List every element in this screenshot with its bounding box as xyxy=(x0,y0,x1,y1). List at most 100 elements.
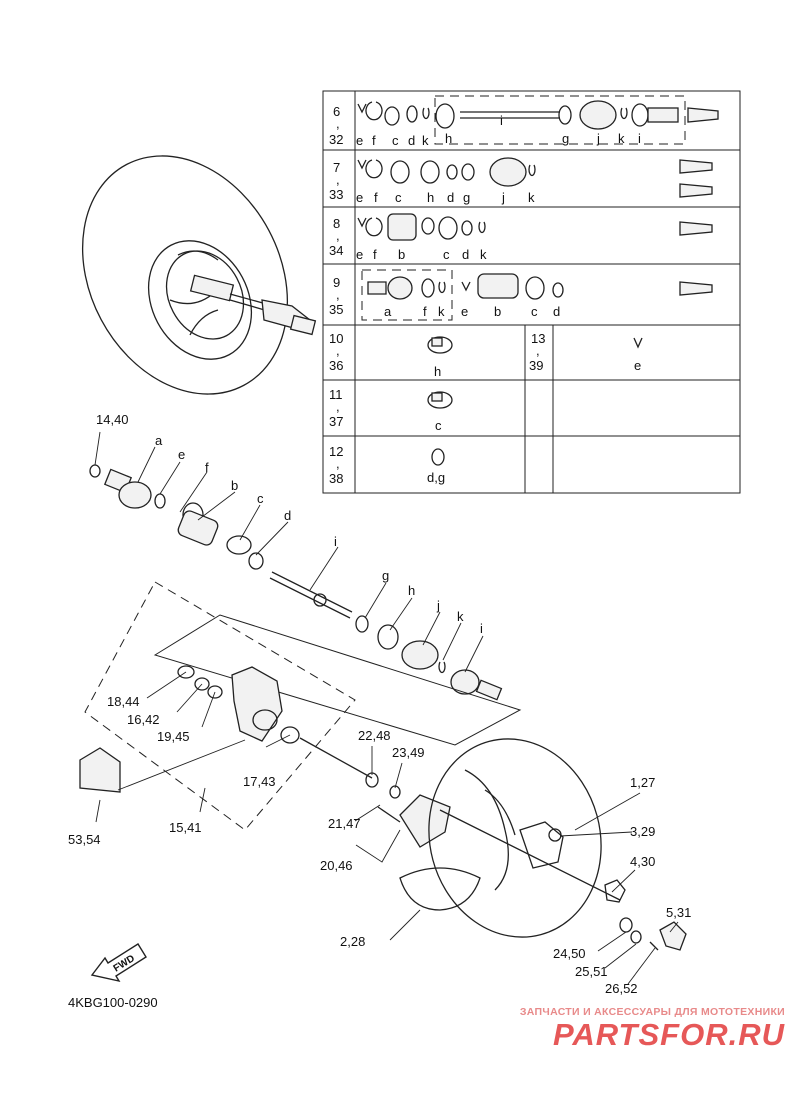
watermark: ЗАПЧАСТИ И АКСЕССУАРЫ ДЛЯ МОТОТЕХНИКИ PA… xyxy=(485,1006,785,1052)
svg-text:k: k xyxy=(618,131,625,146)
svg-text:h: h xyxy=(434,364,441,379)
svg-text:f: f xyxy=(372,133,376,148)
svg-text:k: k xyxy=(457,609,464,624)
svg-text:4,30: 4,30 xyxy=(630,854,655,869)
svg-text:d,g: d,g xyxy=(427,470,445,485)
watermark-tagline: ЗАПЧАСТИ И АКСЕССУАРЫ ДЛЯ МОТОТЕХНИКИ xyxy=(519,1006,785,1018)
svg-text:23,49: 23,49 xyxy=(392,745,425,760)
svg-text:h: h xyxy=(408,583,415,598)
svg-text:j: j xyxy=(596,131,600,146)
svg-text:k: k xyxy=(480,247,487,262)
svg-text:37: 37 xyxy=(329,414,343,429)
fwd-arrow-icon: FWD xyxy=(90,943,147,983)
svg-text:,: , xyxy=(336,228,340,243)
svg-text:16,42: 16,42 xyxy=(127,712,160,727)
svg-text:i: i xyxy=(480,621,483,636)
svg-text:k: k xyxy=(422,133,429,148)
svg-text:18,44: 18,44 xyxy=(107,694,140,709)
table-row-7-33: 7 , 33 e f c h d g j k xyxy=(329,157,713,205)
svg-text:d: d xyxy=(284,508,291,523)
svg-text:b: b xyxy=(494,304,501,319)
svg-text:1,27: 1,27 xyxy=(630,775,655,790)
svg-text:21,47: 21,47 xyxy=(328,816,361,831)
svg-text:i: i xyxy=(334,534,337,549)
svg-text:k: k xyxy=(528,190,535,205)
table-row-11-37: 11 , 37 c xyxy=(329,387,453,433)
svg-text:c: c xyxy=(443,247,450,262)
svg-text:f: f xyxy=(373,247,377,262)
svg-text:33: 33 xyxy=(329,187,343,202)
svg-text:39: 39 xyxy=(529,358,543,373)
svg-text:c: c xyxy=(395,190,402,205)
svg-text:i: i xyxy=(500,113,503,128)
svg-text:,: , xyxy=(336,399,340,414)
svg-text:14,40: 14,40 xyxy=(96,412,129,427)
svg-text:e: e xyxy=(356,133,363,148)
svg-text:,: , xyxy=(536,343,540,358)
svg-text:34: 34 xyxy=(329,243,343,258)
svg-text:c: c xyxy=(531,304,538,319)
svg-text:d: d xyxy=(408,133,415,148)
svg-text:e: e xyxy=(356,247,363,262)
table-row-9-35: 9 , 35 a f k e b c d xyxy=(329,269,713,321)
overview-wheel-illustration xyxy=(81,155,317,395)
svg-text:12: 12 xyxy=(329,444,343,459)
svg-text:a: a xyxy=(155,433,163,448)
svg-text:26,52: 26,52 xyxy=(605,981,638,996)
svg-text:10: 10 xyxy=(329,331,343,346)
svg-text:2,28: 2,28 xyxy=(340,934,365,949)
svg-text:35: 35 xyxy=(329,302,343,317)
table-row-12-38: 12 , 38 d,g xyxy=(329,444,445,486)
svg-text:b: b xyxy=(231,478,238,493)
svg-text:a: a xyxy=(384,304,392,319)
svg-text:17,43: 17,43 xyxy=(243,774,276,789)
svg-text:3,29: 3,29 xyxy=(630,824,655,839)
svg-text:,: , xyxy=(336,172,340,187)
svg-text:32: 32 xyxy=(329,132,343,147)
svg-text:d: d xyxy=(462,247,469,262)
svg-text:38: 38 xyxy=(329,471,343,486)
svg-text:g: g xyxy=(562,131,569,146)
variation-table: 6 , 32 e f c d k h i g j k xyxy=(322,90,741,494)
table-row-6-32: 6 , 32 e f c d k h i g j k xyxy=(329,95,719,148)
svg-text:k: k xyxy=(438,304,445,319)
hub-and-wheel xyxy=(354,738,687,985)
table-row-8-34: 8 , 34 e f b c d k xyxy=(329,213,713,262)
svg-text:c: c xyxy=(257,491,264,506)
svg-text:25,51: 25,51 xyxy=(575,964,608,979)
svg-text:9: 9 xyxy=(333,275,340,290)
drive-shaft-exploded xyxy=(89,431,503,701)
svg-text:15,41: 15,41 xyxy=(169,820,202,835)
svg-text:53,54: 53,54 xyxy=(68,832,101,847)
svg-text:c: c xyxy=(392,133,399,148)
svg-text:c: c xyxy=(435,418,442,433)
svg-text:7: 7 xyxy=(333,160,340,175)
watermark-brand: PARTSFOR.RU xyxy=(552,1017,785,1052)
knuckle-assembly xyxy=(79,581,522,831)
svg-text:f: f xyxy=(423,304,427,319)
svg-text:36: 36 xyxy=(329,358,343,373)
svg-text:,: , xyxy=(336,456,340,471)
svg-text:22,48: 22,48 xyxy=(358,728,391,743)
svg-text:h: h xyxy=(445,131,452,146)
svg-text:e: e xyxy=(634,358,641,373)
svg-text:,: , xyxy=(336,287,340,302)
svg-text:8: 8 xyxy=(333,216,340,231)
svg-text:f: f xyxy=(205,460,209,475)
svg-text:,: , xyxy=(336,343,340,358)
callout-labels: 14,40 a e f b c d i g h j k i 18,44 16,4… xyxy=(68,412,691,996)
svg-text:f: f xyxy=(374,190,378,205)
svg-text:e: e xyxy=(461,304,468,319)
svg-text:h: h xyxy=(427,190,434,205)
svg-text:,: , xyxy=(336,116,340,131)
table-row-10-36: 10 , 36 h 13 , 39 e xyxy=(329,331,643,379)
svg-text:g: g xyxy=(463,190,470,205)
svg-text:13: 13 xyxy=(531,331,545,346)
svg-text:j: j xyxy=(436,598,440,613)
svg-text:e: e xyxy=(178,447,185,462)
svg-text:g: g xyxy=(382,568,389,583)
svg-text:24,50: 24,50 xyxy=(553,946,586,961)
svg-text:b: b xyxy=(398,247,405,262)
svg-text:19,45: 19,45 xyxy=(157,729,190,744)
